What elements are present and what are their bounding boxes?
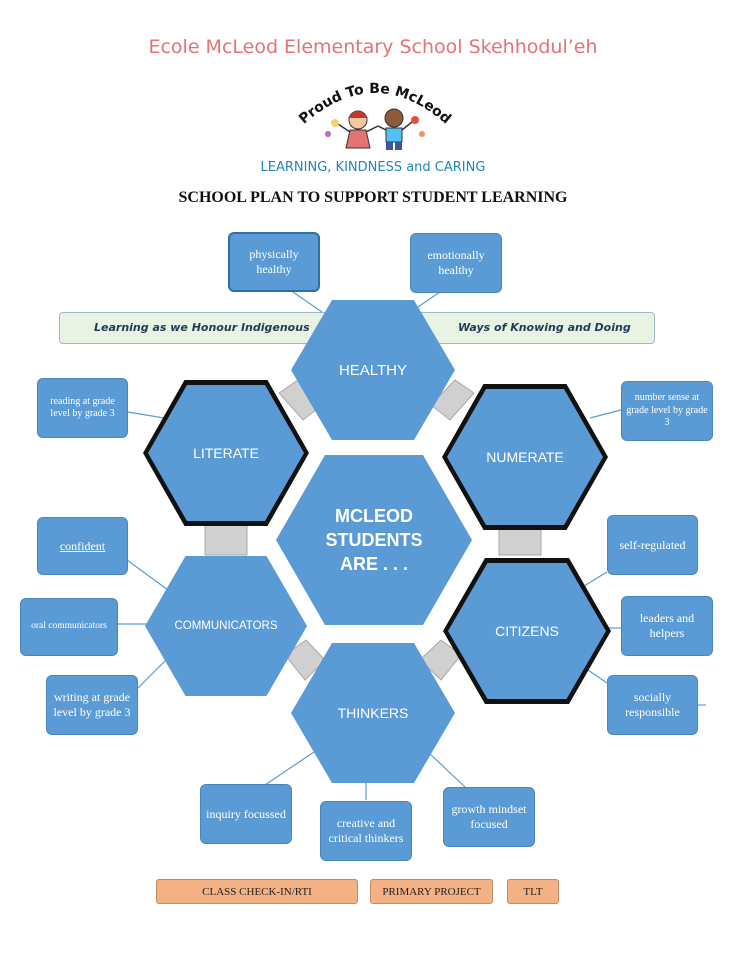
tagline: LEARNING, KINDNESS and CARING: [260, 160, 486, 175]
hex-numerate-label: NUMERATE: [486, 449, 564, 465]
box-confident-label: confident: [59, 538, 106, 553]
box-physically-healthy: physically healthy: [228, 232, 320, 292]
box-number-sense: number sense at grade level by grade 3: [621, 381, 713, 441]
hex-literate-label: LITERATE: [193, 445, 259, 461]
box-inquiry: inquiry focussed: [200, 784, 292, 844]
box-confident: confident: [37, 517, 128, 575]
hex-thinkers-label: THINKERS: [337, 705, 409, 721]
box-growth: growth mindset focused: [443, 787, 535, 847]
primary-project-button[interactable]: PRIMARY PROJECT: [370, 879, 493, 904]
hex-healthy-label: HEALTHY: [338, 361, 408, 379]
hex-healthy: HEALTHY: [291, 300, 455, 440]
proud-to-be-mcleod-logo: Proud To Be McLeod: [296, 81, 454, 150]
center-line-2: STUDENTS: [325, 529, 423, 550]
banner-left-text: Learning as we Honour Indigenous: [94, 321, 310, 334]
plan-title: SCHOOL PLAN TO SUPPORT STUDENT LEARNING: [178, 189, 568, 206]
tlt-button[interactable]: TLT: [507, 879, 559, 904]
banner-right-text: Ways of Knowing and Doing: [458, 321, 631, 334]
box-reading: reading at grade level by grade 3: [37, 378, 128, 438]
center-line-3: ARE . . .: [339, 554, 408, 575]
box-creative: creative and critical thinkers: [320, 801, 412, 861]
box-leaders: leaders and helpers: [621, 596, 713, 656]
box-socially: socially responsible: [607, 675, 698, 735]
class-checkin-button[interactable]: CLASS CHECK-IN/RTI: [156, 879, 358, 904]
box-emotionally-healthy: emotionally healthy: [410, 233, 502, 293]
hex-citizens-label: CITIZENS: [495, 623, 559, 639]
box-writing: writing at grade level by grade 3: [46, 675, 138, 735]
school-name: Ecole McLeod Elementary School Skehhodul…: [148, 36, 598, 58]
hex-communicators-label: COMMUNICATORS: [174, 620, 278, 632]
box-self-regulated: self-regulated: [607, 515, 698, 575]
center-line-1: MCLEOD: [334, 505, 413, 526]
box-oral: oral communicators: [20, 598, 118, 656]
